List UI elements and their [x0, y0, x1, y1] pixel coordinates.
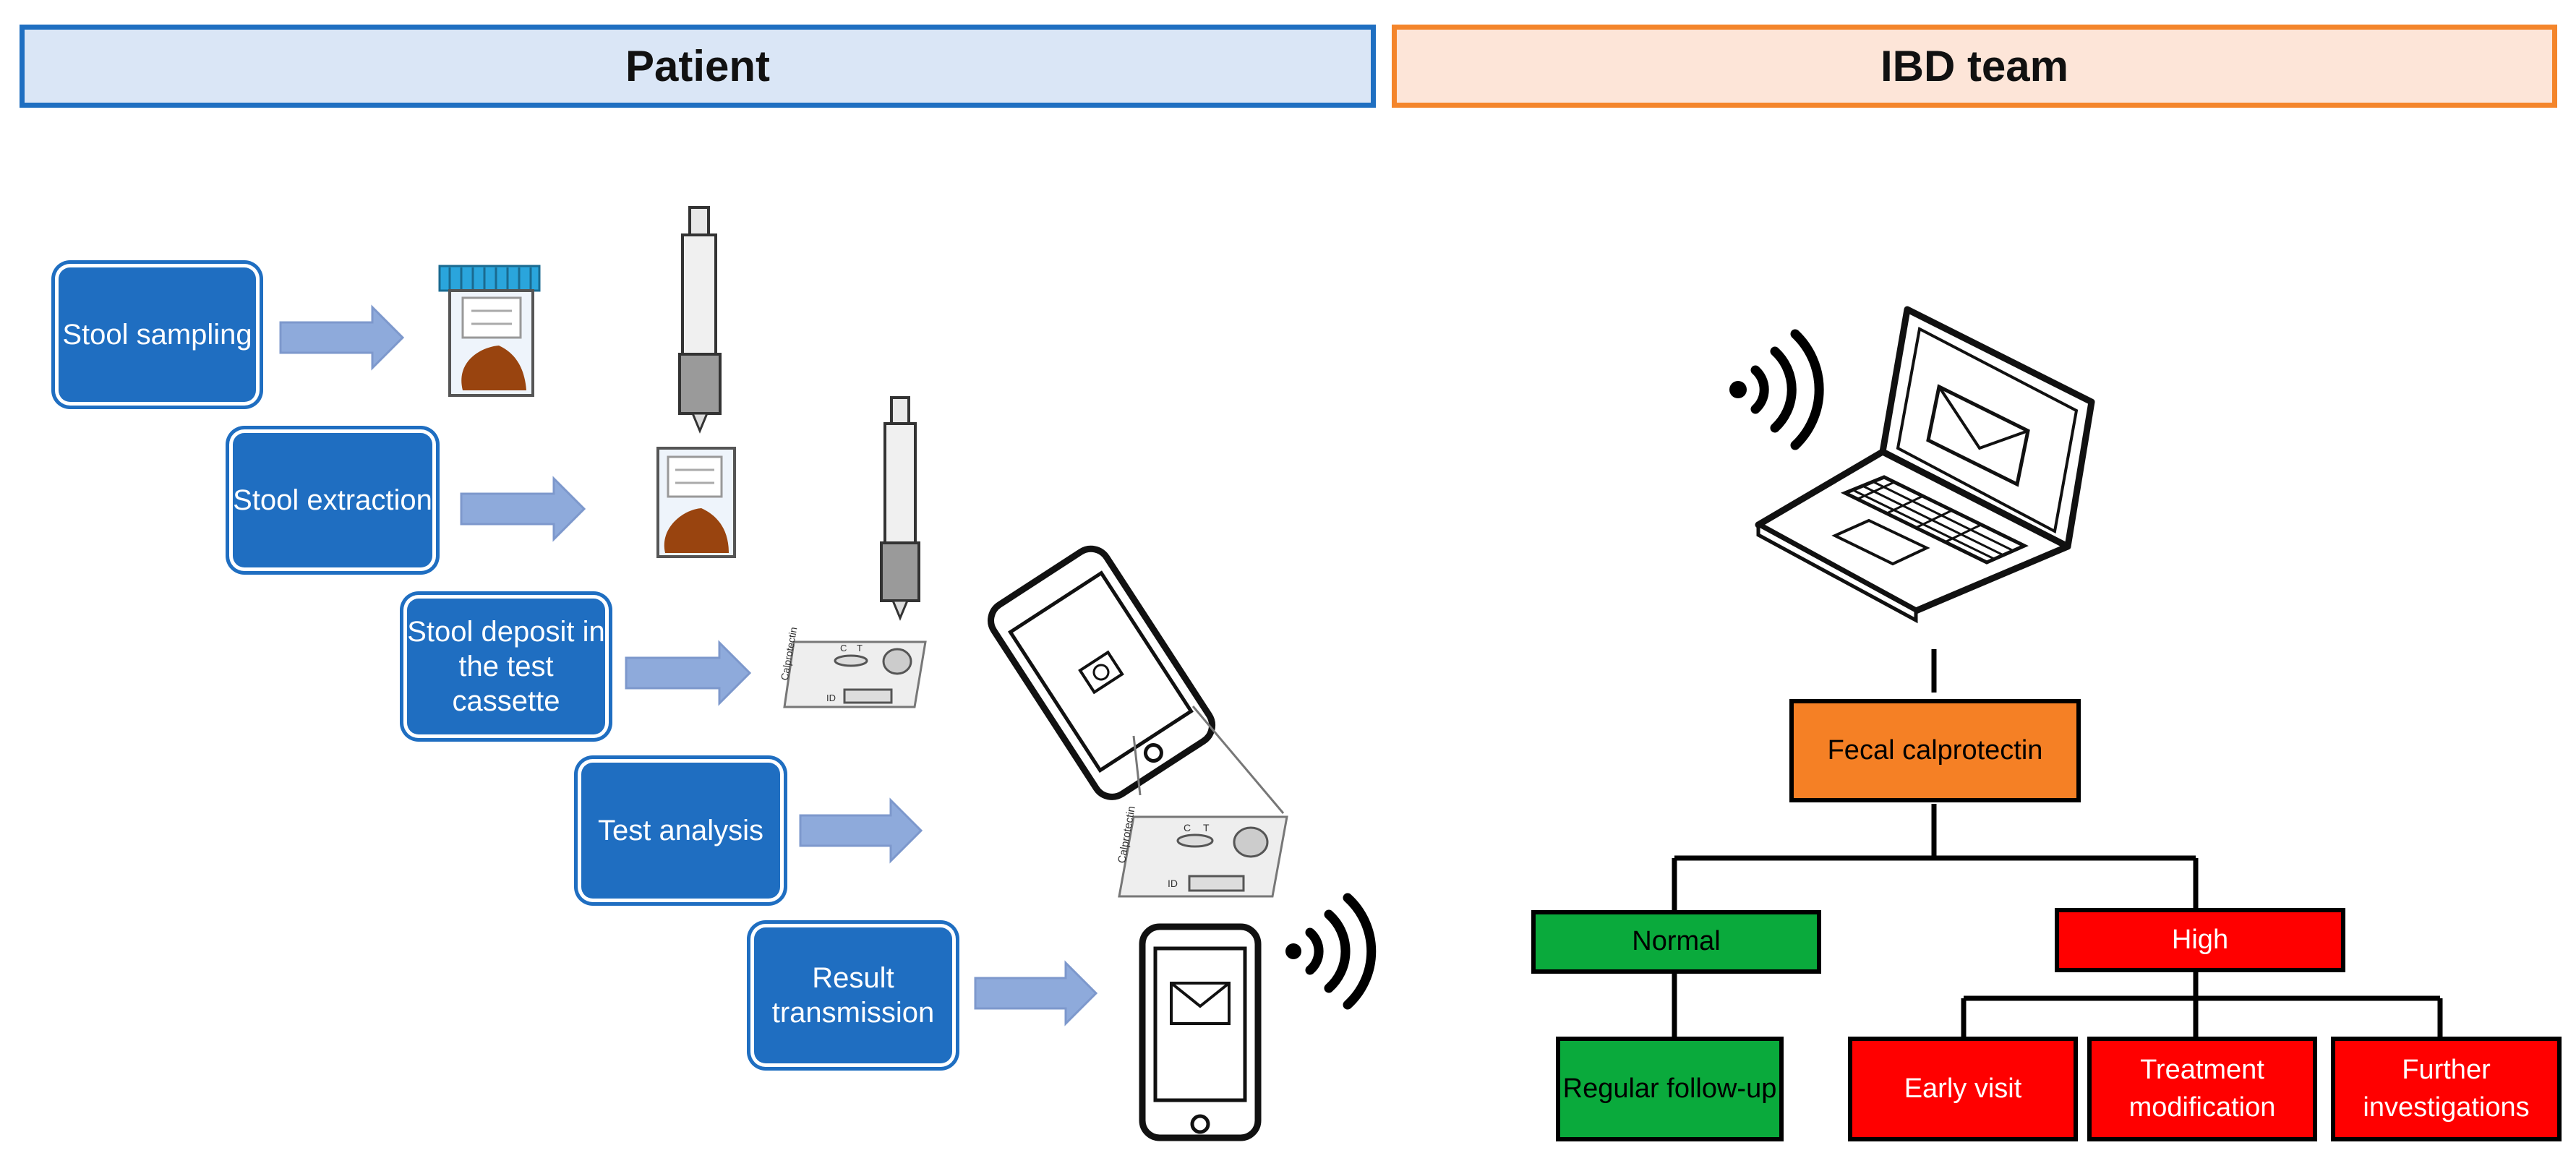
test-cassette-icon: Calprotectin C T ID: [1116, 805, 1288, 898]
tree-connectors: [1672, 649, 2443, 1037]
svg-text:C: C: [1184, 822, 1191, 833]
pipette-icon: [880, 396, 920, 621]
arrow-right-icon: [974, 960, 1098, 1026]
arrow-right-icon: [279, 304, 405, 371]
node-early-visit: Early visit: [1848, 1037, 2078, 1141]
svg-text:T: T: [857, 643, 863, 653]
laptop-mail-icon: [1755, 306, 2095, 624]
node-regular-follow-up: Regular follow-up: [1556, 1037, 1784, 1141]
pipette-icon: [678, 206, 722, 434]
stool-container-icon: [656, 447, 736, 558]
node-normal: Normal: [1531, 910, 1821, 974]
arrow-right-icon: [460, 476, 586, 542]
stool-container-icon: [438, 265, 541, 397]
step-result-transmission: Result transmission: [754, 927, 952, 1063]
svg-text:ID: ID: [826, 693, 836, 703]
test-cassette-icon: Calprotectin C T ID: [779, 626, 927, 708]
wireless-signal-icon: [1285, 893, 1377, 1010]
ibd-team-header: IBD team: [1392, 25, 2557, 108]
step-stool-deposit: Stool deposit in the test cassette: [407, 599, 605, 734]
arrow-right-icon: [625, 640, 752, 706]
node-high: High: [2055, 908, 2345, 972]
patient-header: Patient: [20, 25, 1376, 108]
smartphone-camera-icon: [988, 545, 1285, 814]
node-treatment-modification: Treatment modification: [2087, 1037, 2317, 1141]
smartphone-mail-icon: [1139, 923, 1262, 1141]
node-further-investigations: Further investigations: [2331, 1037, 2562, 1141]
wireless-signal-icon: [1729, 329, 1824, 450]
svg-text:C: C: [840, 643, 847, 653]
step-stool-extraction: Stool extraction: [233, 433, 432, 567]
node-fecal-calprotectin: Fecal calprotectin: [1789, 699, 2081, 802]
step-test-analysis: Test analysis: [581, 763, 780, 899]
step-stool-sampling: Stool sampling: [59, 267, 256, 402]
svg-text:ID: ID: [1168, 878, 1178, 889]
arrow-right-icon: [799, 797, 923, 864]
svg-text:T: T: [1203, 822, 1210, 833]
